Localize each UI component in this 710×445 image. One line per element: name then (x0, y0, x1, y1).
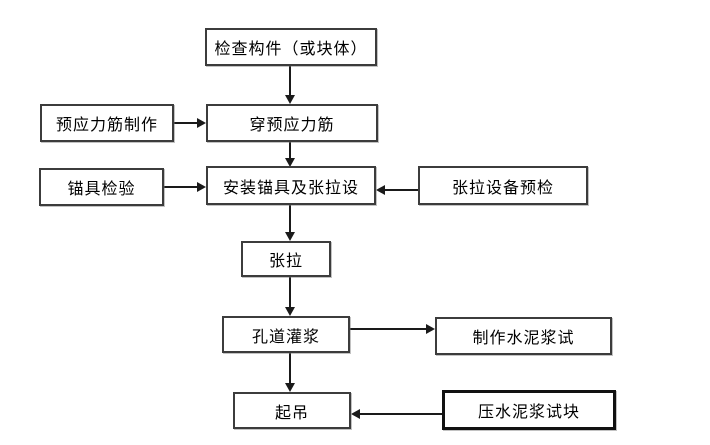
node-anchor-inspection: 锚具检验 (39, 168, 164, 206)
arrow-thread-tendon-to-install-anchor (285, 142, 295, 167)
arrow-tension-to-duct-grouting (285, 277, 295, 316)
node-lift: 起吊 (233, 392, 351, 429)
node-install-anchor-label: 安装锚具及张拉设 (222, 177, 359, 197)
arrow-anchor-inspect-to-install-anchor (163, 182, 206, 192)
arrow-duct-grouting-to-lift (285, 353, 295, 392)
node-thread-tendon-label: 穿预应力筋 (249, 115, 335, 134)
node-lift-label: 起吊 (274, 402, 309, 422)
arrow-equip-precheck-to-install-anchor (376, 185, 418, 195)
node-tensioning: 张拉 (241, 241, 331, 277)
node-anchor-inspection-label: 锚具检验 (67, 179, 136, 198)
node-make-cement-test-label: 制作水泥浆试 (472, 328, 575, 347)
node-duct-grouting-label: 孔道灌浆 (251, 326, 320, 346)
node-equipment-precheck: 张拉设备预检 (418, 166, 588, 205)
node-tensioning-label: 张拉 (268, 251, 303, 270)
arrow-tendon-fab-to-thread-tendon (173, 118, 206, 128)
arrow-press-cement-test-to-lift (351, 409, 442, 419)
node-tendon-fabrication: 预应力筋制作 (40, 104, 174, 142)
arrow-check-to-thread-tendon (285, 65, 295, 104)
arrow-install-anchor-to-tension (285, 205, 295, 241)
node-equipment-precheck-label: 张拉设备预检 (451, 177, 554, 197)
node-press-cement-test: 压水泥浆试块 (442, 390, 616, 430)
node-tendon-fabrication-label: 预应力筋制作 (55, 115, 158, 134)
node-duct-grouting: 孔道灌浆 (222, 316, 350, 353)
node-thread-tendon: 穿预应力筋 (206, 104, 378, 142)
node-check-component-label: 检查构件（或块体） (214, 39, 368, 58)
node-make-cement-test: 制作水泥浆试 (435, 317, 612, 355)
node-press-cement-test-label: 压水泥浆试块 (477, 402, 580, 421)
node-check-component: 检查构件（或块体） (205, 28, 377, 66)
node-install-anchor: 安装锚具及张拉设 (206, 166, 376, 205)
arrow-duct-grouting-to-make-cement-test (350, 324, 435, 334)
